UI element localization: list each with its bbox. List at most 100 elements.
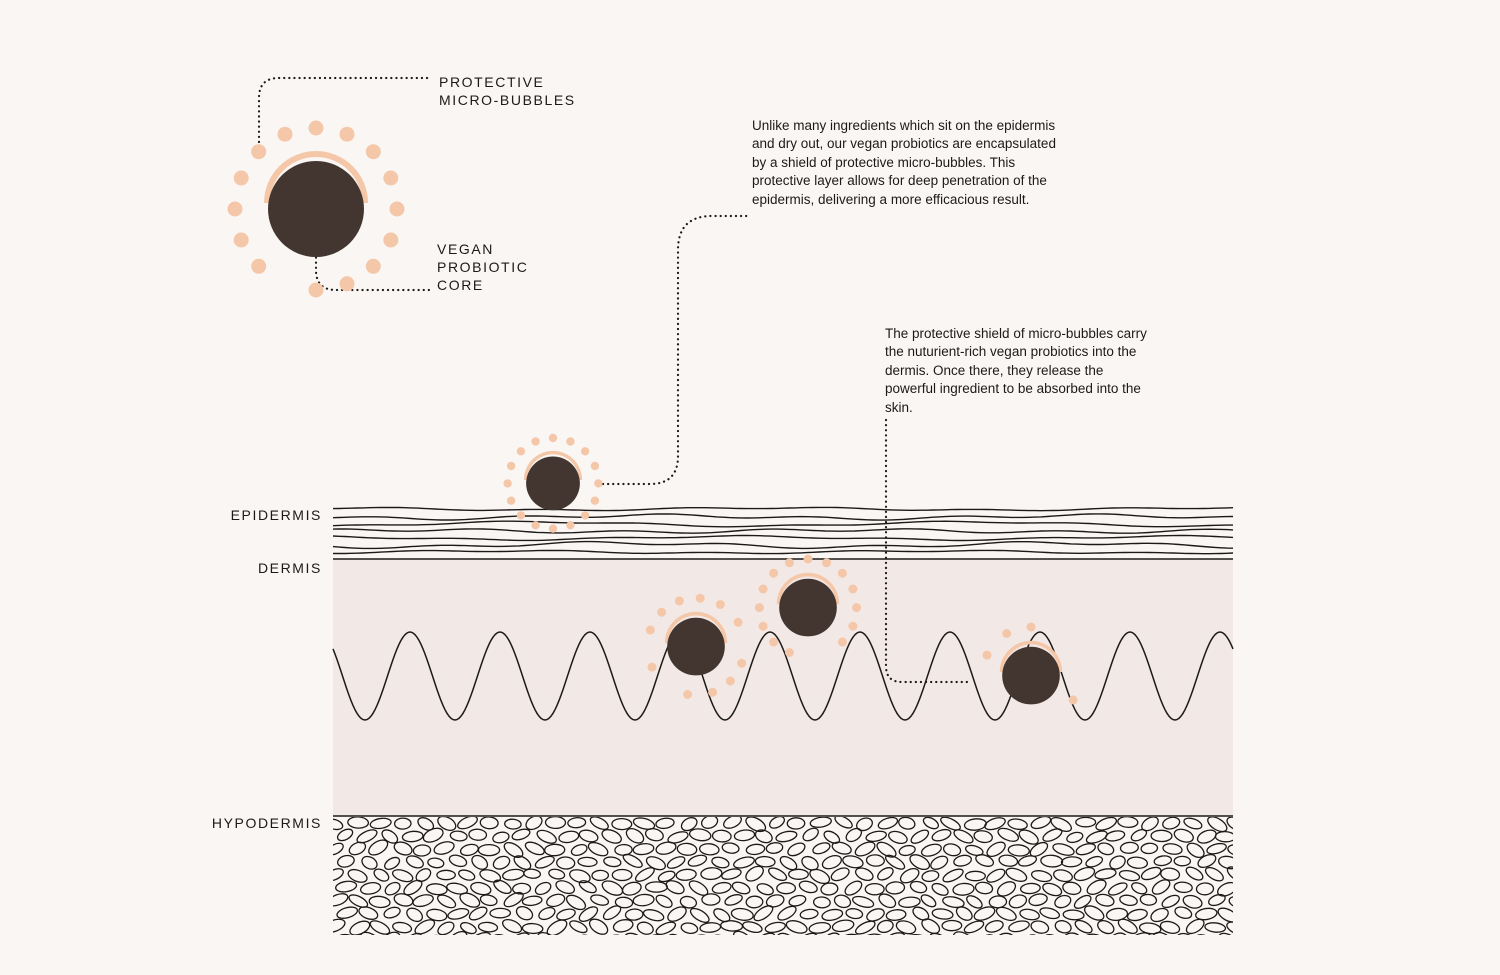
hypodermis-cell xyxy=(688,934,710,935)
hypodermis-cell xyxy=(856,817,873,832)
hypodermis-cell xyxy=(1207,817,1228,833)
hypodermis-cell xyxy=(885,909,907,921)
hypodermis-cell xyxy=(1162,843,1183,855)
hypodermis-cell xyxy=(1160,867,1181,881)
hypodermis-cell xyxy=(865,830,887,843)
hypodermis-cell xyxy=(479,894,498,907)
hypodermis-cell xyxy=(754,829,773,844)
hypodermis-cell xyxy=(1161,894,1180,909)
hypodermis-cell xyxy=(534,881,552,896)
hypodermis-cell xyxy=(1030,817,1052,830)
micro-bubble-dot xyxy=(725,676,735,686)
micro-bubble-dot xyxy=(1068,695,1078,705)
hypodermis-cell xyxy=(1040,854,1064,868)
micro-bubble-dot xyxy=(233,170,249,186)
hypodermis-cell xyxy=(931,828,952,842)
micro-bubble-dot xyxy=(383,232,399,248)
hypodermis-cell xyxy=(755,932,776,935)
hypodermis-cell xyxy=(854,867,874,882)
micro-bubble-dot xyxy=(695,593,705,603)
hypodermis-cell xyxy=(1152,931,1172,935)
hypodermis-cell xyxy=(1109,855,1126,870)
hypodermis-cell xyxy=(965,844,984,857)
hypodermis-cell xyxy=(1195,934,1215,935)
hypodermis-cell xyxy=(1185,866,1204,881)
hypodermis-cell xyxy=(754,855,776,868)
hypodermis-cell xyxy=(655,894,673,909)
hypodermis-cell xyxy=(578,906,599,922)
hypodermis-cell xyxy=(921,918,941,934)
hypodermis-cell xyxy=(1226,921,1233,935)
hypodermis-cell xyxy=(851,895,875,908)
hypodermis-cell xyxy=(687,854,708,867)
hypodermis-cell xyxy=(963,920,985,934)
micro-bubble-dot xyxy=(733,617,743,627)
hypodermis-cell xyxy=(393,841,413,856)
hypodermis-cell xyxy=(732,930,753,935)
hypodermis-cell xyxy=(492,855,511,870)
layer-label-dermis: DERMIS xyxy=(257,560,322,576)
micro-bubble-dot xyxy=(566,437,575,446)
hypodermis-cell xyxy=(590,894,610,906)
hypodermis-cell xyxy=(601,880,624,896)
hypodermis-cell xyxy=(569,920,588,934)
hypodermis-cell xyxy=(1140,866,1162,881)
hypodermis-cell xyxy=(1005,867,1028,882)
hypodermis-cell xyxy=(655,817,675,830)
hypodermis-cell xyxy=(433,841,455,855)
micro-bubble-dot xyxy=(339,126,355,142)
hypodermis-cell xyxy=(1008,920,1030,933)
hypodermis-cell xyxy=(1019,908,1040,921)
hypodermis-cell xyxy=(1195,882,1215,896)
hypodermis-cell xyxy=(785,920,808,934)
hypodermis-cell xyxy=(898,844,916,857)
hypodermis-cell xyxy=(391,869,414,883)
micro-bubble-dot xyxy=(674,596,684,606)
epidermis-line xyxy=(332,540,1234,550)
hypodermis-cell xyxy=(1095,893,1115,907)
micro-bubble-dot xyxy=(737,658,747,668)
hypodermis-cell xyxy=(515,905,534,921)
hypodermis-cell xyxy=(1117,918,1138,935)
hypodermis-cell xyxy=(1085,855,1104,868)
micro-bubble-dot xyxy=(251,258,267,274)
hypodermis-cell xyxy=(1185,918,1205,935)
protective-shield-band xyxy=(999,640,1063,672)
hypodermis-cell xyxy=(689,907,710,923)
epidermis-line xyxy=(332,506,1234,512)
hypodermis-cell xyxy=(764,921,786,934)
micro-bubble-dot xyxy=(548,433,558,443)
hypodermis-cell xyxy=(405,855,424,869)
hypodermis-cell xyxy=(655,921,677,935)
micro-bubble-dot xyxy=(784,558,794,568)
hypodermis-cell xyxy=(877,867,894,881)
micro-bubble-dot xyxy=(389,201,405,217)
hypodermis-cell xyxy=(1140,842,1159,855)
hypodermis-cell xyxy=(361,855,378,870)
hypodermis-cell xyxy=(820,882,839,896)
hypodermis-cell xyxy=(1204,922,1227,933)
hypodermis-cell xyxy=(333,842,344,856)
hypodermis-cell xyxy=(625,827,645,844)
protective-shield-band xyxy=(776,572,840,604)
hypodermis-cell xyxy=(941,919,963,932)
hypodermis-cell xyxy=(644,881,668,893)
hypodermis-cell xyxy=(634,867,655,882)
hypodermis-cell xyxy=(1007,818,1028,831)
hypodermis-cell xyxy=(765,894,785,908)
hypodermis-cell xyxy=(787,842,806,857)
hypodermis-cell xyxy=(422,827,444,843)
hypodermis-cell xyxy=(844,880,863,896)
hypodermis-cell xyxy=(909,880,928,894)
hypodermis-cell xyxy=(612,919,634,933)
hypodermis-cell xyxy=(1042,828,1063,842)
micro-bubble-dot xyxy=(580,447,590,456)
hypodermis-cell xyxy=(579,934,597,935)
hypodermis-cell xyxy=(368,895,391,909)
hypodermis-cell xyxy=(384,856,401,871)
hypodermis-cell xyxy=(878,893,897,909)
hypodermis-cell xyxy=(842,855,864,869)
micro-bubble-dot xyxy=(590,461,600,471)
micro-bubble-dot xyxy=(708,687,718,697)
hypodermis-cell xyxy=(383,906,401,919)
